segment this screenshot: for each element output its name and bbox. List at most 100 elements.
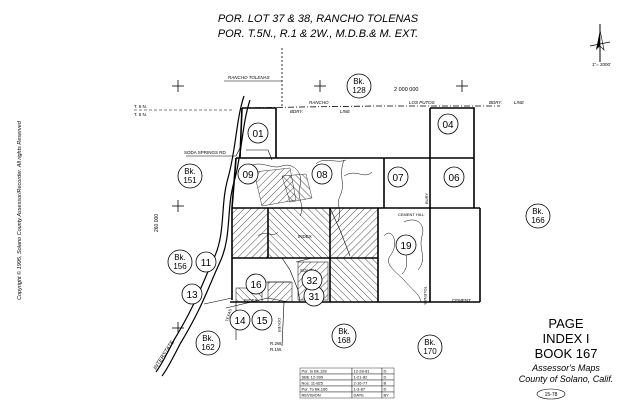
revision-by: D — [384, 387, 387, 392]
cement-label: CEMENT — [452, 298, 471, 303]
coord-2000000: 2 000 000 — [394, 87, 418, 93]
grid-ticks — [172, 80, 468, 334]
svg-text:162: 162 — [201, 343, 215, 352]
index-title: INDEX I — [543, 331, 590, 346]
page-ref-text: 15-78 — [545, 392, 558, 398]
parcel-09: 09 — [237, 163, 259, 185]
rancho-tolenas-label: RANCHO TOLENAS — [228, 75, 270, 80]
scale-label: 1"= 2000' — [592, 62, 611, 67]
parcel-15: 15 — [251, 309, 273, 331]
line-label: LINE — [340, 109, 351, 114]
book-128: Bk.128 — [346, 73, 372, 99]
revision-ref: REVISION — [302, 393, 321, 398]
book-168: Bk.168 — [331, 323, 357, 349]
revision-date: 1-3-87 — [354, 387, 366, 392]
publisher-line2: County of Solano, Calif. — [519, 374, 614, 384]
tolenas-label: TOLENAS — [423, 286, 428, 305]
revision-row: Por. To Bk.166 1-3-87 D — [299, 385, 395, 393]
publisher-line1: Assessor's Maps — [531, 363, 600, 373]
revision-ref: Por. To Bk.166 — [302, 387, 329, 392]
revision-by: D — [384, 375, 387, 380]
svg-text:16: 16 — [250, 280, 262, 291]
svg-text:Bk.: Bk. — [532, 207, 544, 216]
title-line1: POR. LOT 37 & 38, RANCHO TOLENAS — [218, 13, 419, 25]
svg-text:128: 128 — [352, 86, 366, 95]
svg-text:32: 32 — [306, 276, 318, 287]
revision-by: D — [384, 369, 387, 374]
svg-text:Bk.: Bk. — [424, 338, 436, 347]
soda-springs-label: SODA SPRINGS RD — [184, 150, 227, 155]
revision-by: BY — [384, 393, 390, 398]
parcel-labels: 01 04 06 07 08 09 11 13 14 15 16 19 31 3… — [181, 113, 465, 331]
svg-text:11: 11 — [201, 258, 212, 269]
index-label: INDEX — [298, 234, 312, 239]
township-5n: T. 5 N. — [134, 112, 147, 117]
hatched-areas — [231, 167, 379, 303]
parcel-07: 07 — [387, 166, 409, 188]
svg-text:Bk.: Bk. — [184, 167, 196, 176]
svg-text:Bk.: Bk. — [338, 327, 350, 336]
svg-text:08: 08 — [316, 170, 328, 181]
creeks — [249, 159, 424, 303]
svg-text:07: 07 — [392, 173, 404, 184]
revision-ref: SBE 12-399 — [302, 375, 324, 380]
revision-ref: Por. to Bk.128 — [302, 369, 328, 374]
parcel-19: 19 — [395, 234, 417, 256]
revision-row: Por. to Bk.128 12-28-81 D — [299, 367, 395, 375]
svg-text:04: 04 — [442, 120, 454, 131]
svg-text:15: 15 — [256, 316, 268, 327]
rancho-bdry-label: RANCHO — [309, 100, 329, 105]
svg-text:19: 19 — [400, 241, 412, 252]
book-170: Bk.170 — [417, 334, 443, 360]
book-refs: Bk.128 Bk.151 Bk.156 Bk.162 Bk.166 Bk.16… — [167, 73, 551, 360]
revision-by: B — [384, 381, 387, 386]
revision-ref: Nos. 11-825 — [302, 381, 324, 386]
svg-text:31: 31 — [308, 292, 320, 303]
parcel-04: 04 — [437, 113, 459, 135]
bdry2-label: BDRY. — [489, 100, 502, 105]
svg-text:Bk.: Bk. — [174, 253, 186, 262]
page-ref-badge — [536, 388, 566, 400]
township-6n: T. 6 N. — [134, 104, 147, 109]
parcel-13: 13 — [181, 283, 203, 305]
revision-date: 2-16-77 — [354, 381, 369, 386]
book-156: Bk.156 — [167, 249, 193, 275]
svg-text:151: 151 — [183, 176, 197, 185]
coord-260000: 260 000 — [154, 214, 160, 232]
svg-text:Bk.: Bk. — [353, 77, 365, 86]
parcel-16: 16 — [245, 273, 267, 295]
bury-label: BURY — [424, 193, 429, 204]
book-title: BOOK 167 — [535, 346, 598, 361]
parcel-14: 14 — [229, 309, 251, 331]
r1w-label: R.1W. — [270, 347, 282, 352]
revision-date: 12-28-81 — [354, 369, 371, 374]
svg-text:156: 156 — [173, 262, 187, 271]
book-162: Bk.162 — [195, 330, 221, 356]
bdry-label: BDRY. — [290, 109, 303, 114]
revision-row: Nos. 11-825 2-16-77 B — [299, 379, 395, 387]
book-151: Bk.151 — [177, 163, 203, 189]
svg-text:Bk.: Bk. — [202, 334, 214, 343]
svg-text:06: 06 — [448, 173, 460, 184]
parcel-01: 01 — [247, 122, 269, 144]
cement-hill-label: CEMENT HILL — [398, 212, 425, 217]
svg-text:09: 09 — [242, 170, 254, 181]
r2w-label: R.2W. — [270, 341, 282, 346]
texas-label: TEXAS — [224, 308, 233, 322]
svg-text:168: 168 — [337, 336, 351, 345]
line2-label: LINE — [514, 100, 525, 105]
parcel-11: 11 — [195, 251, 217, 273]
copyright-text: Copyright © 1995, Solano County Assessor… — [16, 120, 23, 300]
parcel-08: 08 — [311, 163, 333, 185]
book-166: Bk.166 — [525, 203, 551, 229]
los-putos-label: LOS PUTOS — [409, 100, 435, 105]
svg-text:13: 13 — [186, 290, 198, 301]
svg-text:14: 14 — [234, 316, 246, 327]
north-arrow-icon — [589, 24, 611, 62]
parcel-06: 06 — [443, 166, 465, 188]
interior-lines — [246, 149, 351, 303]
title-line2: POR. T.5N., R.1 & 2W., M.D.B.& M. EXT. — [218, 28, 419, 40]
